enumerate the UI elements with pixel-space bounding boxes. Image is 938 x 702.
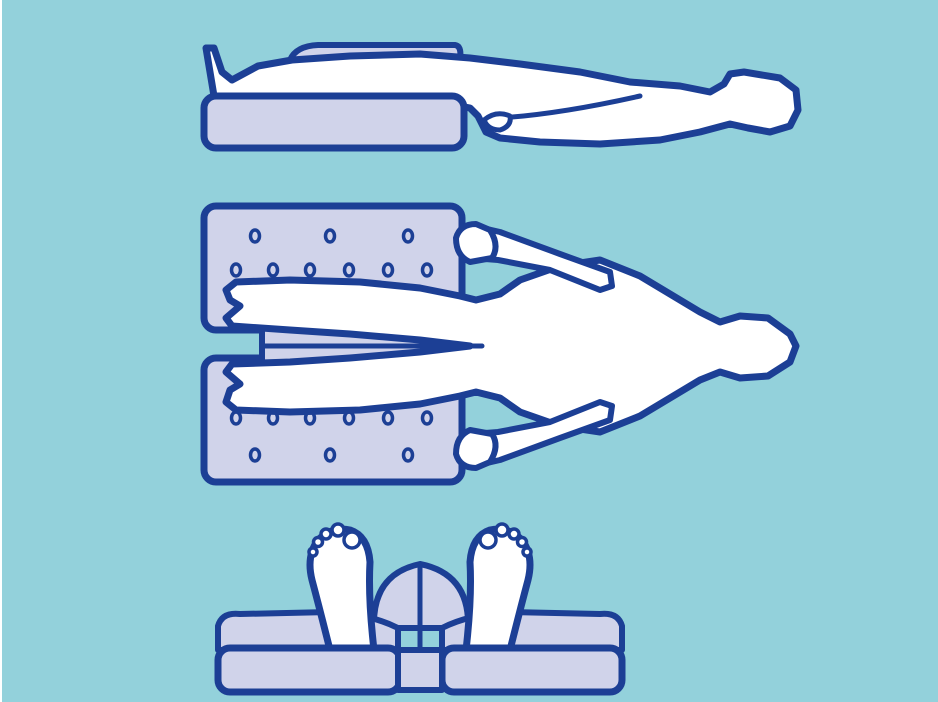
toe (523, 548, 531, 556)
toe (314, 538, 323, 547)
person-top-hand-upper (456, 224, 496, 262)
toe (518, 538, 527, 547)
toe (344, 532, 360, 548)
cushion-side-base (204, 96, 464, 148)
person-side-hand (484, 114, 510, 130)
cushion-front-base-gap (398, 650, 442, 690)
toe (509, 529, 519, 539)
cushion-front-base-left (218, 648, 400, 692)
toe (309, 548, 317, 556)
toe (480, 532, 496, 548)
toe (321, 529, 331, 539)
toe (332, 524, 344, 536)
person-top-hand-lower (456, 430, 496, 468)
toe (496, 524, 508, 536)
cushion-front-base-right (442, 648, 622, 692)
